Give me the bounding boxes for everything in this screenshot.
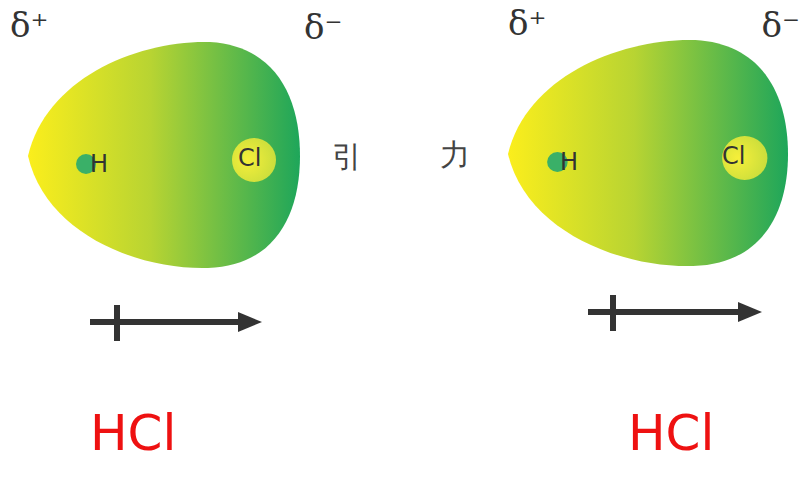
atom-symbol: H [90, 152, 108, 176]
cl-nucleus [722, 136, 767, 180]
partial-charge: δ⁺ [508, 6, 546, 40]
cl-nucleus [232, 138, 276, 182]
partial-charge: δ⁻ [762, 8, 800, 42]
molecule-cloud: H Cl [28, 38, 300, 270]
atom-symbol: Cl [238, 146, 261, 170]
formula-label: HCl [90, 408, 176, 458]
partial-charge: δ⁺ [10, 8, 48, 42]
cloud-outline [508, 40, 788, 266]
dipole-arrow [588, 295, 762, 331]
molecule-cloud: H Cl [508, 36, 788, 268]
formula-label: HCl [628, 408, 714, 458]
force-label: 力 [440, 140, 470, 170]
electron-cloud [508, 36, 788, 268]
atom-symbol: Cl [722, 144, 745, 168]
force-label: 引 [332, 142, 362, 172]
dipole-arrow [90, 305, 262, 341]
cloud-outline [28, 42, 300, 268]
partial-charge: δ⁻ [304, 10, 342, 44]
atom-symbol: H [560, 150, 578, 174]
